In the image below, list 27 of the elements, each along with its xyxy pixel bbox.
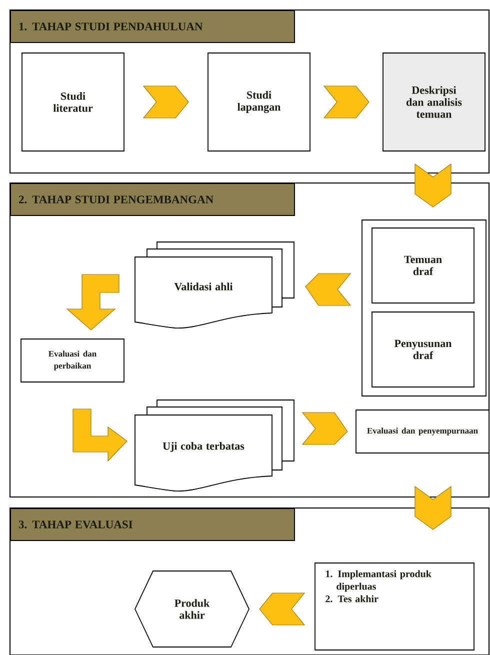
- process-box: Studi literatur: [22, 52, 124, 152]
- chevron-arrow: [323, 86, 370, 118]
- section-panel: [10, 508, 490, 655]
- process-box: Deskripsi dan analisis temuan: [382, 52, 486, 152]
- group-box: [362, 220, 486, 396]
- bent-arrow: [72, 408, 128, 462]
- section-panel: [10, 10, 490, 174]
- chevron-arrow: [305, 273, 352, 306]
- bent-arrow: [66, 274, 120, 330]
- chevron-arrow: [259, 592, 306, 626]
- process-box: Penyusunan draf: [372, 312, 474, 388]
- hexagon: Produk akhir: [134, 570, 250, 648]
- process-box: Temuan draf: [372, 228, 474, 304]
- chevron-arrow: [302, 412, 348, 445]
- section-header: 3. TAHAP EVALUASI: [10, 508, 295, 541]
- process-box: Studi lapangan: [208, 52, 310, 152]
- list-box: 1. Implemantasi produk diperluas 2. Tes akhir: [314, 562, 474, 650]
- document-stack: Uji coba terbatas: [134, 400, 294, 492]
- chevron-arrow: [414, 486, 452, 530]
- section-header: 1. TAHAP STUDI PENDAHULUAN: [10, 10, 295, 43]
- section-header: 2. TAHAP STUDI PENGEMBANGAN: [10, 183, 295, 216]
- chevron-arrow: [142, 86, 189, 118]
- process-box: Evaluasi dan perbaikan: [20, 338, 124, 382]
- chevron-arrow: [414, 163, 452, 208]
- process-box: Evaluasi dan penyempurnaan: [356, 410, 490, 454]
- document-stack: Validasi ahli: [134, 242, 294, 328]
- section-panel: [10, 182, 490, 498]
